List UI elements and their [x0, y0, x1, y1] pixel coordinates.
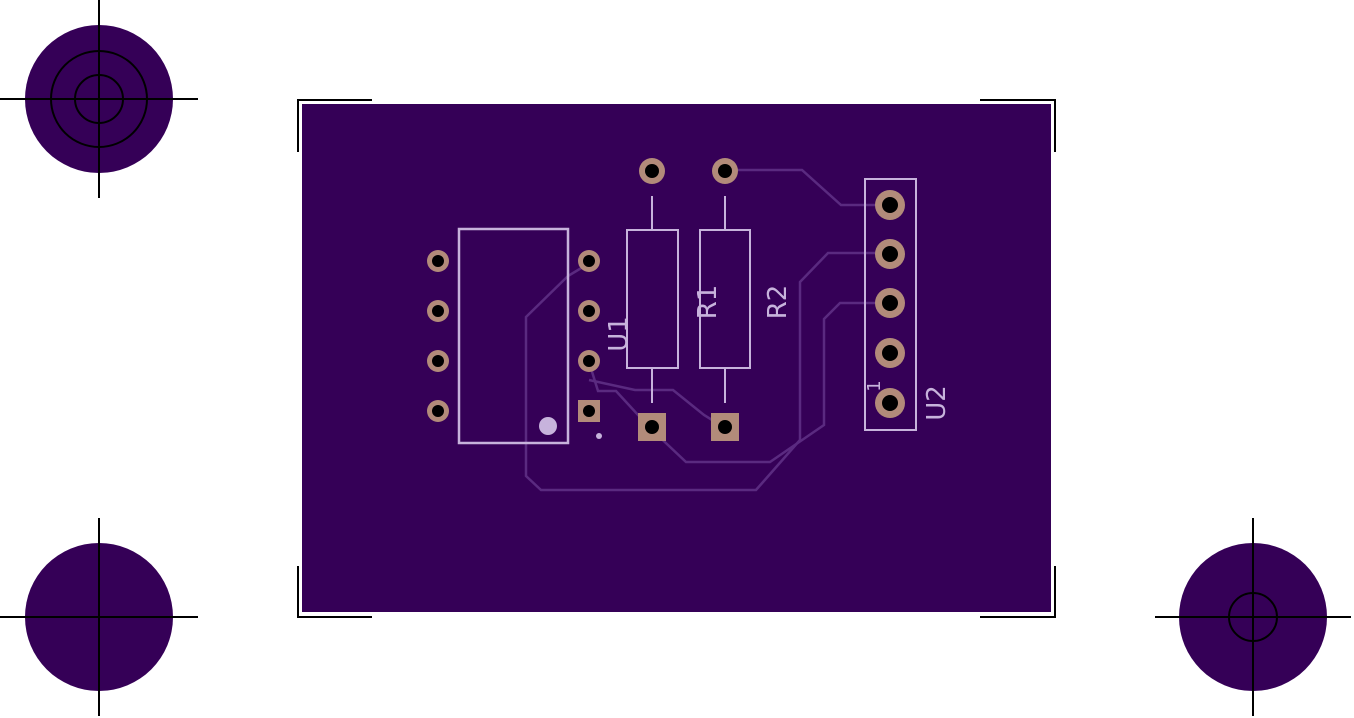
u2-footprint [864, 178, 917, 431]
u1-outline [457, 227, 570, 445]
pad-square [638, 413, 666, 441]
label-u2-pin1: 1 [864, 380, 885, 391]
fiducial-top-left-icon [0, 0, 198, 198]
u1-pin1-dot [539, 417, 557, 435]
u2-outline [864, 178, 917, 431]
r1-footprint [626, 158, 679, 441]
fiducial-bottom-left-icon [0, 518, 198, 716]
pad-square [578, 400, 600, 422]
pad [875, 190, 905, 220]
label-r2: R2 [763, 285, 793, 320]
u1-pads [427, 250, 600, 422]
pad [578, 300, 600, 322]
pad [875, 338, 905, 368]
pad [875, 288, 905, 318]
label-u2: U2 [922, 385, 952, 421]
fiducial-bottom-right-icon [1155, 518, 1351, 716]
pad [875, 239, 905, 269]
pad [427, 350, 449, 372]
r2-footprint [699, 158, 751, 441]
board-corner-marks [297, 99, 1056, 618]
pad [427, 400, 449, 422]
pad [427, 250, 449, 272]
pad-square [711, 413, 739, 441]
pad [578, 350, 600, 372]
pad [875, 388, 905, 418]
u1-orientation-dot [596, 433, 602, 439]
u1-footprint [457, 227, 602, 445]
pad [639, 158, 665, 184]
pad [578, 250, 600, 272]
pad [427, 300, 449, 322]
pad [712, 158, 738, 184]
pcb-board [302, 104, 1051, 612]
label-r1: R1 [693, 285, 723, 320]
label-u1: U1 [604, 316, 634, 352]
